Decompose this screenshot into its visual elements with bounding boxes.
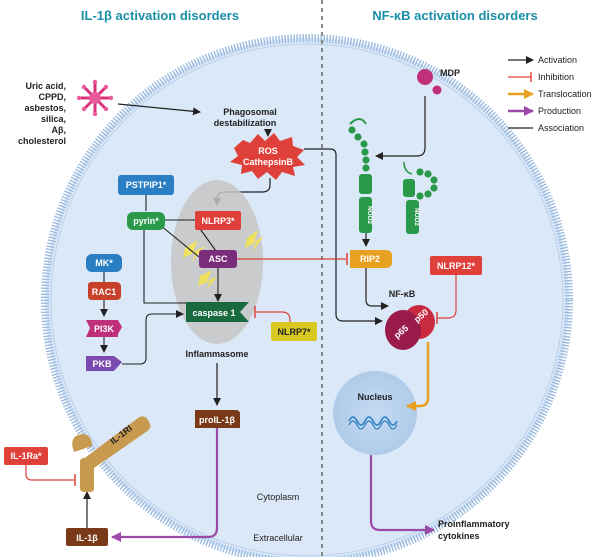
nfkb-complex: p50 p65 — [385, 305, 435, 350]
legend-inhibition: Inhibition — [538, 72, 574, 82]
il1ra-box — [4, 447, 48, 465]
trigger-cppd: CPPD, — [38, 92, 66, 102]
extracellular-label: Extracellular — [253, 533, 303, 543]
nod2-b: NOD2 — [403, 161, 438, 234]
caspase1-label: caspase 1 — [192, 308, 235, 318]
prol1b-box — [195, 410, 240, 428]
nlrp7-box — [271, 322, 317, 341]
inhibit-il1ra-receptor — [25, 465, 74, 481]
trigger-cholesterol: cholesterol — [18, 136, 66, 146]
inhibit-nlrp7-caspase1 — [256, 311, 291, 336]
nfkb-label: NF-κB — [389, 289, 416, 299]
il1b-label: IL-1β — [76, 533, 98, 543]
caspase1-box — [186, 302, 249, 322]
rip2-box — [350, 250, 392, 268]
phago-line2: destabilization — [214, 118, 277, 128]
asc-label: ASC — [208, 254, 228, 264]
rip2-label: RIP2 — [360, 254, 380, 264]
dna-icon-strand — [348, 420, 398, 430]
trigger-silica: silica, — [41, 114, 66, 124]
membrane-inner-line — [50, 43, 564, 557]
nod2-a-arc — [349, 118, 367, 125]
nlrp12-box — [430, 256, 482, 275]
nod2-a: NOD2 — [348, 118, 373, 233]
lightning-icon-bottom — [198, 270, 218, 290]
p65-shape — [385, 310, 421, 350]
nlrp12-label: NLRP12* — [437, 261, 476, 271]
ros-label: ROS — [258, 146, 278, 156]
pi3k-box — [86, 320, 122, 337]
title-right: NF-κB activation disorders — [372, 8, 537, 23]
proinflammatory-line2: cytokines — [438, 531, 480, 541]
trigger-uric-acid: Uric acid, — [25, 81, 66, 91]
il1ri-receptor: IL-1RI — [72, 416, 151, 492]
nod2-a-label: NOD2 — [366, 206, 373, 224]
rac1-box — [88, 282, 121, 300]
il1b-box — [66, 528, 108, 546]
mdp-icon-large — [417, 69, 433, 85]
arrow-prol1b-production — [111, 428, 219, 542]
arrow-ros-to-nfkb — [304, 148, 383, 325]
arrow-mdp-nod2 — [375, 96, 426, 160]
association-lines — [143, 219, 222, 304]
arrow-nfkb-nucleus — [406, 342, 430, 411]
legend: Activation Inhibition Translocation Prod… — [508, 55, 592, 133]
pkb-box — [86, 356, 122, 371]
arrow-rip2-nfkb — [365, 268, 389, 310]
dna-icon — [348, 416, 398, 426]
pyrin-label: pyrin* — [133, 216, 159, 226]
mk-label: MK* — [95, 258, 113, 268]
lightning-icon-right — [245, 230, 264, 252]
legend-activation: Activation — [538, 55, 577, 65]
arrow-proinflammatory — [369, 455, 435, 535]
arrow-pkb-caspase1 — [122, 310, 184, 365]
cathepsinb-label: CathepsinB — [243, 157, 294, 167]
pstpip1-label: PSTPIP1* — [126, 180, 167, 190]
pi3k-label: PI3K — [94, 324, 115, 334]
il1ra-label: IL-1Ra* — [10, 451, 42, 461]
pkb-label: PKB — [92, 359, 112, 369]
ros-burst: ROS CathepsinB — [230, 133, 305, 180]
cell-body — [45, 38, 569, 557]
inflammasome-label: Inflammasome — [185, 349, 248, 359]
nlrp7-label: NLRP7* — [277, 327, 311, 337]
mdp-label: MDP — [440, 68, 460, 78]
trigger-abeta: Aβ, — [52, 125, 67, 135]
title-left: IL-1β activation disorders — [81, 8, 239, 23]
trigger-list: Uric acid, CPPD, asbestos, silica, Aβ, c… — [18, 81, 66, 146]
kinase-chain: MK* RAC1 PI3K PKB — [86, 254, 184, 371]
inhibit-nlrp12-nfkb — [438, 275, 457, 319]
legend-production: Production — [538, 106, 581, 116]
nlrp3-box — [195, 211, 241, 230]
prol1b-label: proIL-1β — [199, 415, 235, 425]
crystal-icon — [76, 79, 114, 117]
nucleus — [333, 371, 417, 455]
proinflammatory-line1: Proinflammatory — [438, 519, 510, 529]
mdp-icon-small — [432, 85, 442, 95]
cell-membrane — [41, 34, 573, 557]
nucleus-label: Nucleus — [357, 392, 392, 402]
nod2-b-label: NOD2 — [413, 208, 420, 226]
mk-box — [86, 254, 122, 272]
cytoplasm-label: Cytoplasm — [257, 492, 300, 502]
asc-box — [199, 250, 237, 268]
phago-line1: Phagosomal — [223, 107, 277, 117]
rac1-label: RAC1 — [92, 287, 117, 297]
pstpip1-box — [118, 175, 174, 195]
arrow-crystal-to-phago — [117, 103, 201, 116]
trigger-asbestos: asbestos, — [24, 103, 66, 113]
legend-translocation: Translocation — [538, 89, 592, 99]
nlrp3-label: NLRP3* — [201, 216, 235, 226]
pyrin-box — [127, 212, 165, 230]
legend-association: Association — [538, 123, 584, 133]
